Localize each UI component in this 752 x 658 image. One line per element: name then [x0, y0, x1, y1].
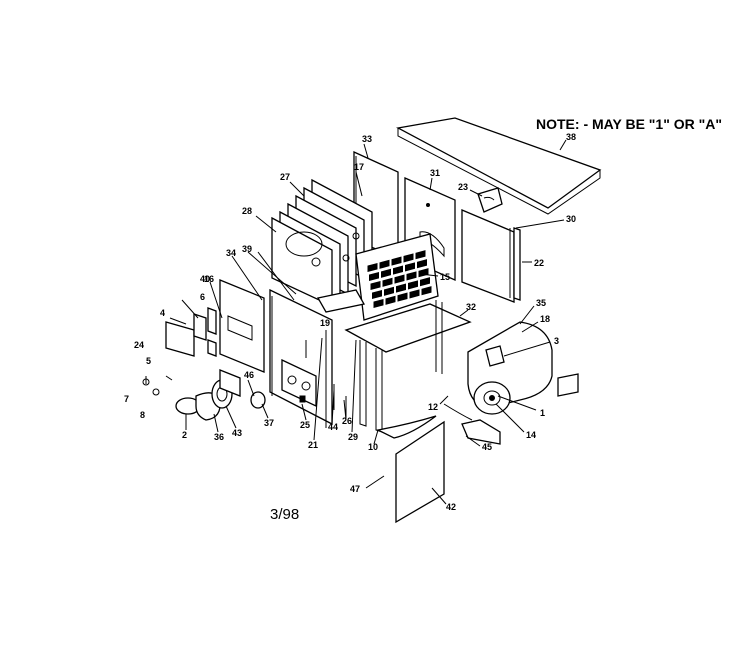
grille-slot	[403, 253, 414, 263]
inducer-blower	[142, 369, 266, 421]
callout-34: 34	[226, 248, 236, 258]
callout-45: 45	[482, 442, 492, 452]
panel-30	[461, 209, 515, 303]
callout-15: 15	[440, 272, 450, 282]
callout-1: 1	[540, 408, 545, 418]
blower-housing	[443, 321, 579, 445]
top-panel	[396, 117, 602, 215]
burner-grille	[367, 250, 432, 309]
note-text: NOTE: - MAY BE "1" OR "A"	[536, 116, 723, 132]
callout-46: 46	[244, 370, 254, 380]
grille-slot	[369, 271, 379, 282]
grille-slot	[421, 286, 432, 296]
callout-37: 37	[264, 418, 274, 428]
callout-2: 2	[182, 430, 187, 440]
grille-slot	[385, 295, 396, 305]
callout-23: 23	[458, 182, 468, 192]
callout-33: 33	[362, 134, 372, 144]
parts-left	[165, 307, 217, 357]
callout-32: 32	[466, 302, 476, 312]
callout-26: 26	[342, 416, 352, 426]
grille-slot	[391, 256, 402, 266]
panel-16	[219, 279, 265, 373]
burner-assembly	[316, 233, 439, 321]
grille-slot	[406, 271, 417, 281]
callout-16: 16	[204, 274, 214, 284]
grille-slot	[381, 268, 391, 278]
front-door-42	[375, 415, 445, 524]
callout-29: 29	[348, 432, 358, 442]
grille-slot	[409, 289, 420, 299]
callout-6: 6	[200, 292, 205, 302]
callout-8: 8	[140, 410, 145, 420]
callout-47: 47	[350, 484, 360, 494]
callout-40: 40	[200, 274, 210, 284]
callout-14: 14	[526, 430, 536, 440]
callout-22: 22	[534, 258, 544, 268]
grille-slot	[405, 262, 415, 272]
grille-slot	[408, 280, 418, 290]
heat-exchanger	[271, 178, 373, 308]
bracket-23	[477, 187, 503, 213]
callout-25: 25	[300, 420, 310, 430]
revision-date: 3/98	[270, 506, 300, 523]
callout-3: 3	[554, 336, 559, 346]
grille-slot	[397, 292, 408, 302]
panel-34	[269, 288, 333, 426]
grille-slot	[394, 274, 405, 284]
callout-38: 38	[566, 132, 576, 142]
callout-24: 24	[134, 340, 144, 350]
grille-slot	[415, 250, 426, 260]
grille-slot	[393, 265, 403, 275]
callout-21: 21	[308, 440, 318, 450]
callout-43: 43	[232, 428, 242, 438]
grille-slot	[372, 289, 382, 300]
callout-27: 27	[280, 172, 290, 182]
callout-31: 31	[430, 168, 440, 178]
grille-slot	[420, 277, 430, 287]
callout-12: 12	[428, 402, 438, 412]
leader-lines	[169, 139, 567, 505]
callout-39: 39	[242, 244, 252, 254]
callout-7: 7	[124, 394, 129, 404]
callout-17: 17	[354, 162, 364, 172]
callout-10: 10	[368, 442, 378, 452]
callout-35: 35	[536, 298, 546, 308]
grille-slot	[373, 298, 384, 309]
callout-4: 4	[160, 308, 165, 318]
grille-slot	[367, 262, 378, 273]
grille-slot	[370, 280, 381, 291]
callout-30: 30	[566, 214, 576, 224]
strip-22	[513, 227, 521, 301]
callout-36: 36	[214, 432, 224, 442]
callout-18: 18	[540, 314, 550, 324]
grille-slot	[417, 259, 427, 269]
callout-42: 42	[446, 502, 456, 512]
callout-19: 19	[320, 318, 330, 328]
panel-32	[344, 300, 472, 374]
grille-slot	[396, 283, 406, 293]
callout-5: 5	[146, 356, 151, 366]
grille-slot	[382, 277, 393, 287]
callout-44: 44	[328, 422, 338, 432]
grille-slot	[379, 259, 390, 269]
grille-slot	[384, 286, 394, 296]
callout-28: 28	[242, 206, 252, 216]
